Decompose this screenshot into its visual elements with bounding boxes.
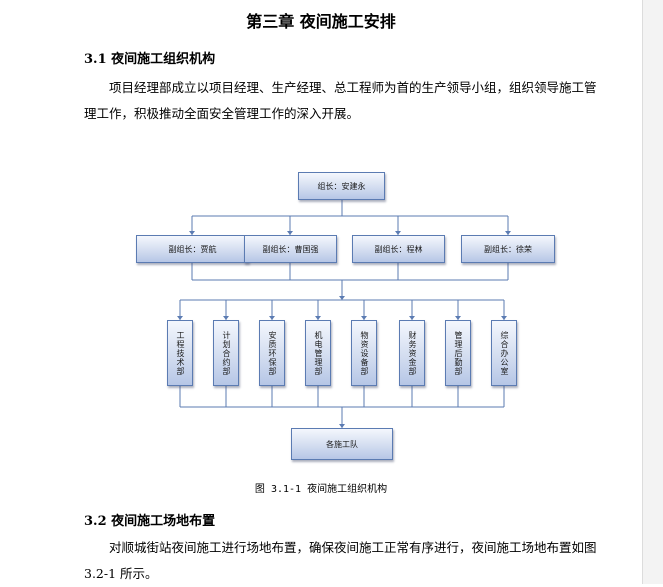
figure-caption: 图 3.1-1 夜间施工组织机构 (254, 484, 388, 495)
org-box-dept-engineering: 工程技术部 (167, 320, 193, 386)
chapter-title: 第三章 夜间施工安排 (246, 12, 396, 31)
page-gutter (642, 0, 663, 584)
org-box-dept-materials: 物资设备部 (351, 320, 377, 386)
document-page: 第三章 夜间施工安排 3.1 夜间施工组织机构 项目经理部成立以项目经理、生产经… (84, 12, 597, 581)
org-box-dept-office: 综合办公室 (491, 320, 517, 386)
org-box-deputy-3: 副组长：程林 (352, 235, 445, 263)
org-box-teams: 各施工队 (291, 428, 393, 460)
org-box-deputy-4: 副组长：徐荣 (461, 235, 555, 263)
org-box-deputy-2: 副组长：曹国强 (244, 235, 337, 263)
org-box-dept-logistics: 管理后勤部 (445, 320, 471, 386)
org-chart-connectors (177, 200, 511, 428)
org-box-dept-planning: 计划合约部 (213, 320, 239, 386)
section-3-2-paragraph: 对顺城街站夜间施工进行场地布置，确保夜间施工正常有序进行，夜间施工场地布置如图 … (84, 540, 597, 581)
section-3-1-paragraph: 项目经理部成立以项目经理、生产经理、总工程师为首的生产领导小组，组织领导施工管理… (84, 80, 597, 121)
org-box-deputy-1: 副组长：贾航 (136, 235, 249, 263)
org-box-leader: 组长：安建永 (298, 172, 385, 200)
org-box-dept-finance: 财务资金部 (399, 320, 425, 386)
section-heading-3-2: 3.2 夜间施工场地布置 (84, 514, 216, 529)
org-box-dept-safety-quality: 安质环保部 (259, 320, 285, 386)
org-box-dept-mechanical: 机电管理部 (305, 320, 331, 386)
section-heading-3-1: 3.1 夜间施工组织机构 (84, 52, 216, 67)
